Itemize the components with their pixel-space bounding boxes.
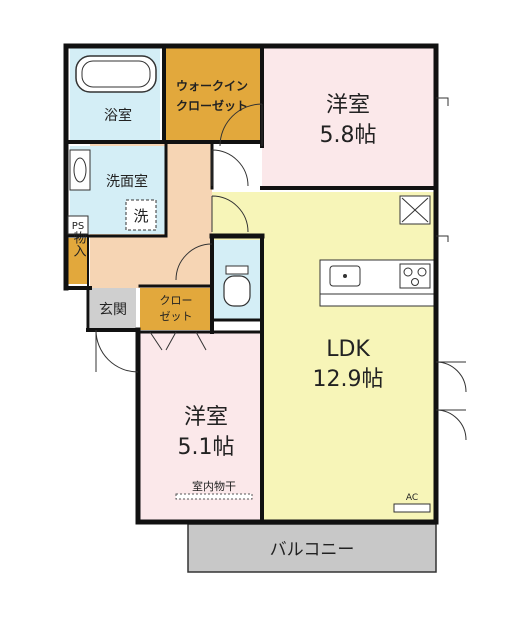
closet-line1: クロー [160,294,193,307]
washer-label: 洗 [133,207,148,225]
kitchen-counter-lower [319,293,435,307]
drying-rack-label: 室内物干 [192,479,236,493]
balcony-area [187,523,437,573]
ldk-name: LDK [326,337,370,362]
ac-label: AC [406,493,418,503]
walk-in-closet-line1: ウォークイン [176,79,248,93]
western-room-2-size: 5.1帖 [178,435,235,460]
storage-name: 物入 [71,231,87,257]
door-swings [95,97,467,441]
burner-2 [417,267,427,277]
ps-label: PS [72,221,84,232]
washbasin-bowl [73,157,87,183]
western-room-1-area [262,48,434,188]
walls [63,43,439,525]
toilet-bowl [223,275,251,307]
washbasin [69,149,91,191]
balcony-name: バルコニー [270,540,355,560]
ac-unit [393,503,431,513]
drying-rack-line [175,493,253,500]
washroom-name: 洗面室 [106,173,148,190]
bathtub-inner [81,60,151,88]
closet-area [140,288,212,330]
bath-name: 浴室 [104,107,132,124]
western-room-1-size: 5.8帖 [320,123,377,148]
washer-icon [125,199,157,231]
western-room-2-name: 洋室 [184,405,228,430]
entrance-name: 玄関 [99,301,127,318]
bathtub [75,55,157,93]
storage-area [68,238,88,284]
ps-box [67,215,89,235]
burner-3 [411,278,419,286]
stove-icon [399,263,431,289]
ldk-size: 12.9帖 [313,367,384,392]
burner-1 [403,267,413,277]
sink-drain [343,274,347,278]
western-room-2-area [140,332,262,520]
toilet-tank [225,265,249,275]
closet-line2: ゼット [160,310,193,323]
western-room-1-name: 洋室 [326,93,370,118]
walk-in-closet-line2: クローゼット [176,98,248,113]
entrance-area [90,288,136,328]
ldk-area [262,192,434,520]
walk-in-closet-area [166,48,262,142]
